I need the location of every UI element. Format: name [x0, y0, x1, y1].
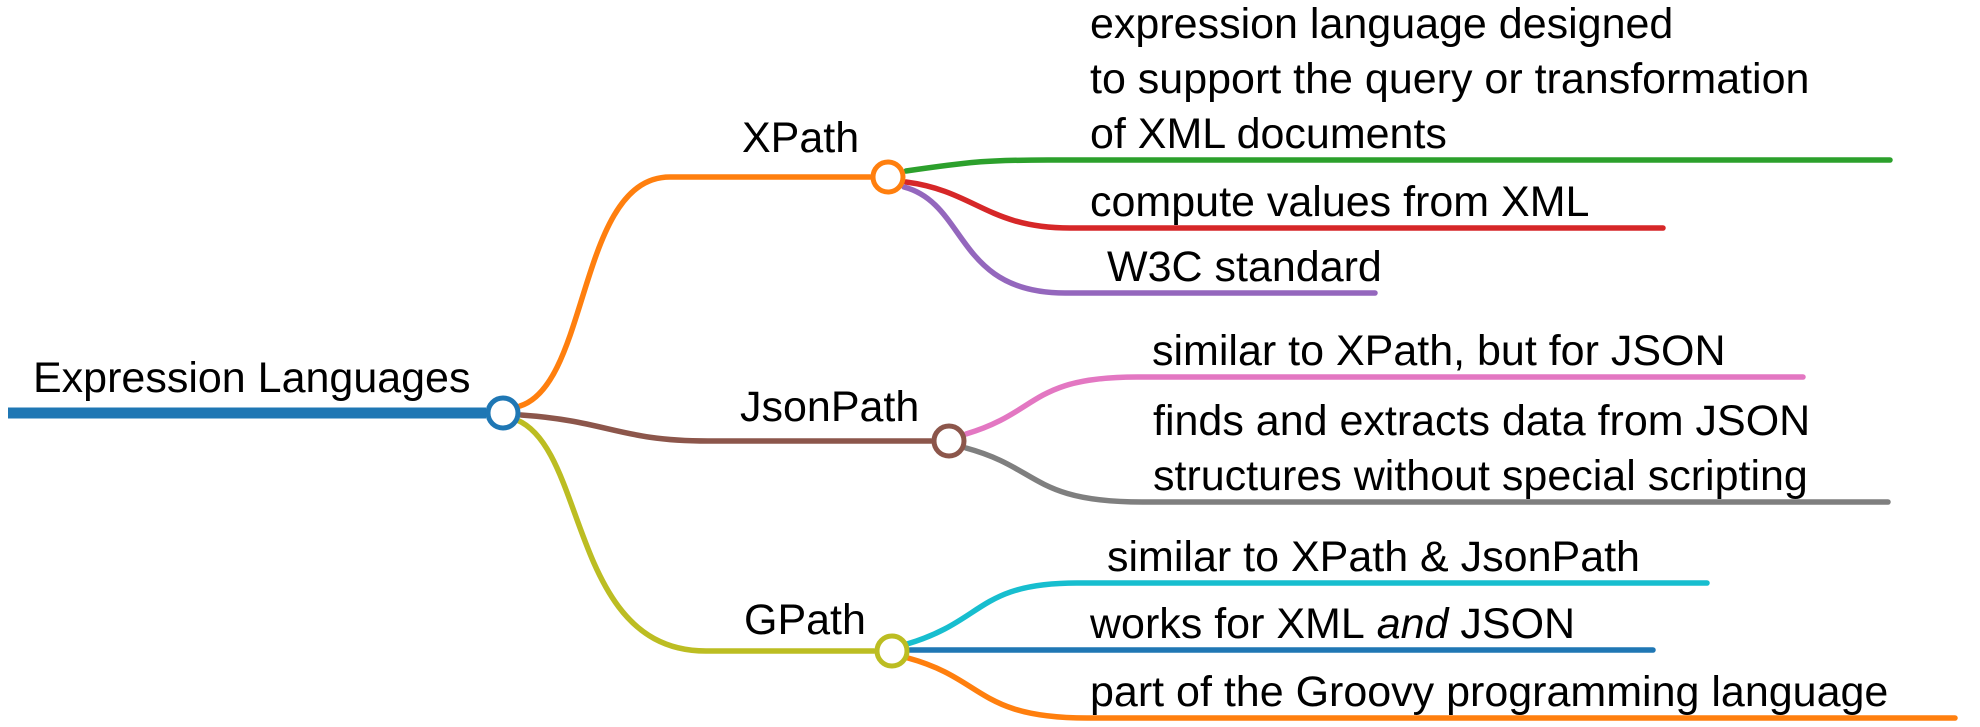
label-line: of XML documents	[1090, 110, 1447, 158]
xpath-child-0-label: expression language designed to support …	[1090, 0, 1809, 162]
jsonpath-child-1-label: finds and extracts data from JSON struct…	[1153, 394, 1810, 504]
edge-jsonpath-child-1	[963, 445, 1891, 505]
jsonpath-node-circle[interactable]	[931, 423, 967, 459]
jsonpath-child-0-label: similar to XPath, but for JSON	[1152, 324, 1726, 379]
gpath-child-2-label: part of the Groovy programming language	[1090, 665, 1888, 720]
label-line: to support the query or transformation	[1090, 55, 1810, 103]
label-text: works for XML	[1090, 600, 1365, 648]
edge-gpath	[514, 417, 877, 654]
label-line: similar to XPath & JsonPath	[1107, 533, 1640, 581]
label-line: expression language designed	[1090, 0, 1674, 48]
gpath-child-0-label: similar to XPath & JsonPath	[1107, 530, 1640, 585]
root-label: Expression Languages	[33, 354, 471, 402]
gpath-child-1-label: works for XML and JSON	[1090, 597, 1575, 652]
xpath-child-1-label: compute values from XML	[1090, 175, 1589, 230]
label-text: JSON	[1460, 600, 1576, 648]
label-line: similar to XPath, but for JSON	[1152, 327, 1726, 375]
xpath-label: XPath	[742, 114, 860, 162]
edge-gpath-child-0	[904, 580, 1710, 647]
edge-xpath-child-2	[901, 184, 1378, 296]
label-line: part of the Groovy programming language	[1090, 668, 1889, 716]
jsonpath-label: JsonPath	[740, 383, 920, 431]
label-line: compute values from XML	[1090, 178, 1590, 226]
xpath-node-circle[interactable]	[870, 159, 906, 195]
edge-xpath	[517, 174, 873, 409]
edge-jsonpath-child-0	[963, 374, 1806, 437]
gpath-label: GPath	[744, 596, 866, 644]
root-node-circle[interactable]	[485, 395, 521, 431]
edge-xpath-child-1	[903, 179, 1666, 231]
xpath-child-2-label: W3C standard	[1107, 240, 1382, 295]
label-line: finds and extracts data from JSON	[1153, 397, 1811, 445]
edge-jsonpath	[518, 412, 934, 444]
edge-xpath-child-0	[903, 157, 1893, 174]
gpath-node-circle[interactable]	[874, 633, 910, 669]
edge-gpath-child-2	[905, 655, 1958, 721]
label-text-italic: and	[1364, 600, 1461, 648]
label-line: W3C standard	[1107, 243, 1382, 291]
label-line: structures without special scripting	[1153, 452, 1808, 500]
